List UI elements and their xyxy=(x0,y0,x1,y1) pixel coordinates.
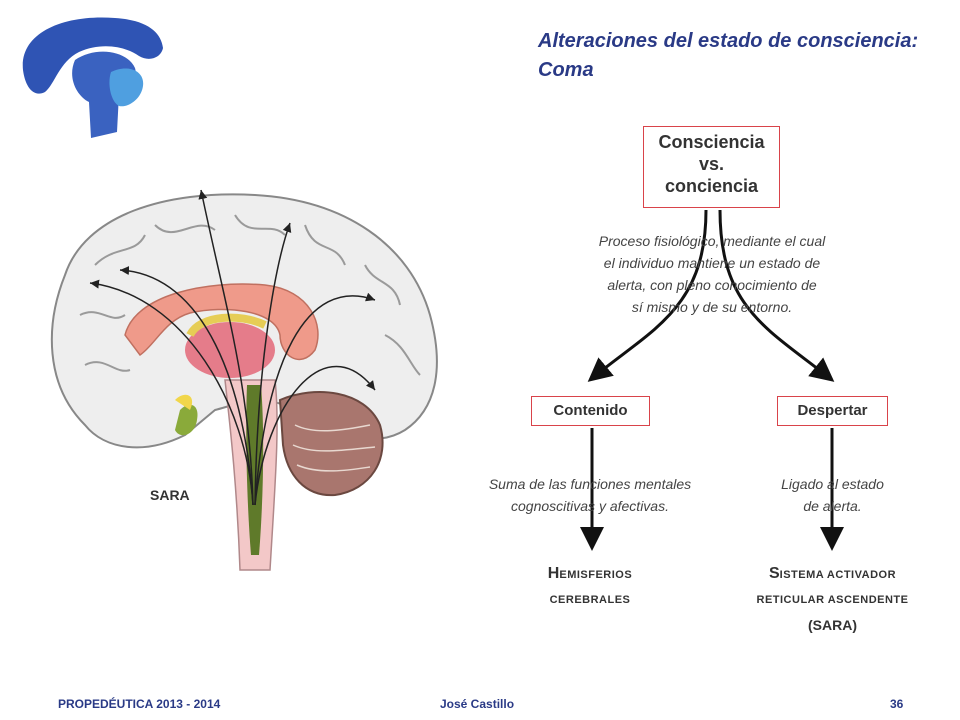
pituitary-shape xyxy=(175,404,198,436)
result-cap: S xyxy=(768,565,780,582)
footer-author: José Castillo xyxy=(440,697,515,711)
consciencia-box-line1: Consciencia xyxy=(658,132,765,152)
slide-title: Alteraciones del estado de consciencia: … xyxy=(538,27,948,85)
footer-page-number: 36 xyxy=(890,697,904,711)
arrow-to-contenido xyxy=(587,209,708,382)
description-line: alerta, con pleno conocimiento de xyxy=(607,277,817,293)
logo xyxy=(22,17,163,139)
consciencia-box: Consciencia vs. conciencia xyxy=(643,126,780,208)
despertar-description: Ligado al estado de alerta. xyxy=(755,473,910,517)
fornix-shape xyxy=(186,313,267,338)
description-line: Proceso fisiológico, mediante el cual xyxy=(598,233,826,249)
arrow-to-despertar xyxy=(718,209,835,382)
despertar-box: Despertar xyxy=(777,396,888,426)
slide-title-line1: Alteraciones del estado de consciencia: xyxy=(538,30,919,52)
result-rest: istema activador xyxy=(779,569,897,581)
footer-course: PROPEDÉUTICA 2013 - 2014 xyxy=(58,697,221,711)
description-line: de alerta. xyxy=(803,498,862,514)
result-cap: H xyxy=(547,565,560,582)
consciencia-box-line2: vs. xyxy=(698,154,725,174)
corpus-callosum-shape xyxy=(124,283,319,361)
description-line: Suma de las funciones mentales xyxy=(488,476,692,492)
contenido-box: Contenido xyxy=(531,396,650,426)
brain-illustration xyxy=(50,189,438,571)
consciencia-box-line3: conciencia xyxy=(664,176,759,196)
slide-title-line2: Coma xyxy=(538,59,594,81)
description-line: sí mismo y de su entorno. xyxy=(631,299,793,315)
hemisferios-result: Hemisferios cerebrales xyxy=(520,561,660,613)
logo-arch-shape xyxy=(22,17,163,94)
consciencia-description: Proceso fisiológico, mediante el cual el… xyxy=(567,230,857,318)
result-line3: (SARA) xyxy=(808,617,857,633)
sara-result: Sistema activador reticular ascendente (… xyxy=(730,561,935,638)
description-line: Ligado al estado xyxy=(781,476,884,492)
optic-shape xyxy=(175,394,193,410)
description-line: el individuo mantiene un estado de xyxy=(603,255,821,271)
logo-light-shape xyxy=(109,68,144,107)
projection-arrows xyxy=(89,189,376,506)
result-line2: reticular ascendente xyxy=(756,594,909,606)
result-rest: emisferios xyxy=(559,569,633,581)
cerebellum-folia xyxy=(292,424,376,472)
sara-brain-label: SARA xyxy=(150,487,190,503)
reticular-formation-shape xyxy=(246,385,264,555)
description-line: cognoscitivas y afectivas. xyxy=(511,498,669,514)
result-line2: cerebrales xyxy=(549,594,631,606)
contenido-description: Suma de las funciones mentales cognoscit… xyxy=(460,473,720,517)
